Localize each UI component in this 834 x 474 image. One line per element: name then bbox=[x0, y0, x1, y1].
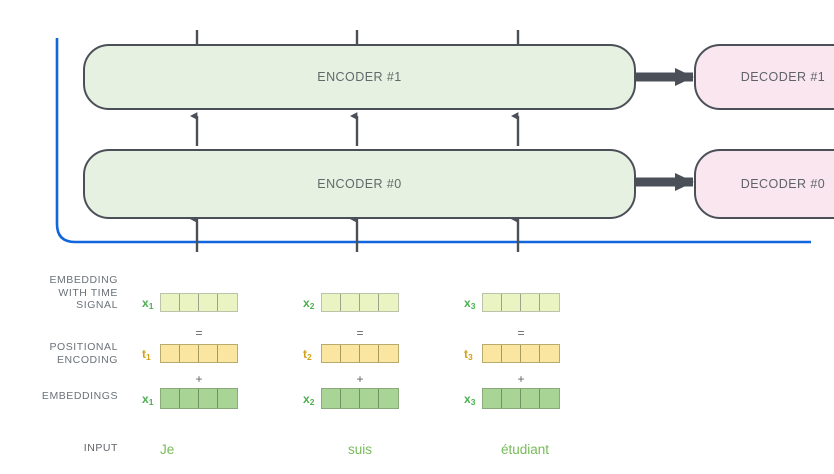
vector-cell bbox=[502, 294, 521, 311]
vector-cell bbox=[379, 389, 398, 408]
vector-cell bbox=[540, 294, 559, 311]
operator-equals-2: = bbox=[356, 326, 364, 340]
vector-tag-positional-1: t1 bbox=[142, 347, 151, 362]
residual-connection-line bbox=[55, 38, 811, 244]
vector-embedding-1 bbox=[160, 388, 238, 409]
operator-plus-2: + bbox=[356, 372, 364, 386]
vector-cell bbox=[379, 345, 398, 362]
vector-cell bbox=[483, 389, 502, 408]
vector-cell bbox=[483, 345, 502, 362]
vector-cell bbox=[502, 345, 521, 362]
vector-positional-encoding-3 bbox=[482, 344, 560, 363]
vector-cell bbox=[161, 345, 180, 362]
vector-cell bbox=[521, 389, 540, 408]
vector-cell bbox=[341, 345, 360, 362]
vector-tag-sum-1: x1 bbox=[142, 296, 154, 311]
vector-cell bbox=[322, 345, 341, 362]
vector-cell bbox=[483, 294, 502, 311]
vector-embedding-3 bbox=[482, 388, 560, 409]
encoder-label-1: ENCODER #1 bbox=[317, 70, 402, 84]
input-word-1: Je bbox=[160, 442, 175, 457]
row-label-input: INPUT bbox=[83, 442, 118, 454]
vector-cell bbox=[540, 389, 559, 408]
vector-tag-sum-2: x2 bbox=[303, 296, 315, 311]
encoder-block-0[interactable]: ENCODER #0 bbox=[83, 149, 636, 219]
row-label-positional-encoding: POSITIONAL ENCODING bbox=[49, 341, 118, 366]
operator-equals-1: = bbox=[195, 326, 203, 340]
vector-cell bbox=[379, 294, 398, 311]
vector-cell bbox=[322, 294, 341, 311]
vector-positional-encoding-2 bbox=[321, 344, 399, 363]
vector-tag-positional-3: t3 bbox=[464, 347, 473, 362]
vector-cell bbox=[521, 294, 540, 311]
vector-cell bbox=[199, 389, 218, 408]
vector-tag-embedding-1: x1 bbox=[142, 392, 154, 407]
operator-equals-3: = bbox=[517, 326, 525, 340]
input-word-3: étudiant bbox=[500, 442, 550, 457]
vector-cell bbox=[360, 294, 379, 311]
encoder-block-1[interactable]: ENCODER #1 bbox=[83, 44, 636, 110]
vector-cell bbox=[199, 345, 218, 362]
decoder-label-1: DECODER #1 bbox=[740, 70, 826, 84]
vector-cell bbox=[218, 345, 237, 362]
decoder-block-1[interactable]: DECODER #1 bbox=[694, 44, 834, 110]
input-word-2: suis bbox=[347, 442, 372, 457]
vector-embedding-with-time-signal-2 bbox=[321, 293, 399, 312]
vector-cell bbox=[180, 345, 199, 362]
decoder-block-0[interactable]: DECODER #0 bbox=[694, 149, 834, 219]
vector-cell bbox=[341, 294, 360, 311]
decoder-label-0: DECODER #0 bbox=[740, 177, 826, 191]
vector-embedding-2 bbox=[321, 388, 399, 409]
vector-cell bbox=[360, 389, 379, 408]
row-label-embeddings: EMBEDDINGS bbox=[41, 390, 118, 402]
operator-plus-1: + bbox=[195, 372, 203, 386]
vector-embedding-with-time-signal-1 bbox=[160, 293, 238, 312]
vector-cell bbox=[360, 345, 379, 362]
row-label-embedding-with-time-signal: EMBEDDING WITH TIME SIGNAL bbox=[49, 274, 118, 311]
vector-tag-embedding-3: x3 bbox=[464, 392, 476, 407]
vector-cell bbox=[161, 294, 180, 311]
vector-embedding-with-time-signal-3 bbox=[482, 293, 560, 312]
vector-cell bbox=[341, 389, 360, 408]
vector-cell bbox=[521, 345, 540, 362]
vector-cell bbox=[218, 294, 237, 311]
operator-plus-3: + bbox=[517, 372, 525, 386]
vector-cell bbox=[180, 294, 199, 311]
vector-positional-encoding-1 bbox=[160, 344, 238, 363]
vector-cell bbox=[218, 389, 237, 408]
vector-tag-sum-3: x3 bbox=[464, 296, 476, 311]
encoder-label-0: ENCODER #0 bbox=[317, 177, 402, 191]
vector-cell bbox=[540, 345, 559, 362]
vector-cell bbox=[180, 389, 199, 408]
vector-cell bbox=[161, 389, 180, 408]
vector-cell bbox=[199, 294, 218, 311]
vector-tag-embedding-2: x2 bbox=[303, 392, 315, 407]
vector-tag-positional-2: t2 bbox=[303, 347, 312, 362]
vector-cell bbox=[322, 389, 341, 408]
vector-cell bbox=[502, 389, 521, 408]
